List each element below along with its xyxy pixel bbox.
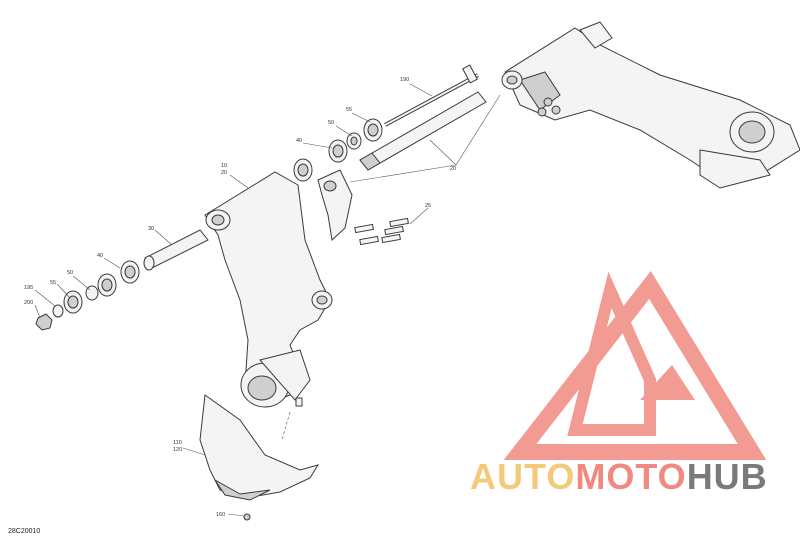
skid-plate — [199, 394, 320, 521]
callout-200: 200 — [24, 300, 33, 306]
callout-50-upper: 50 — [328, 120, 334, 126]
watermark-logo — [503, 270, 767, 460]
callout-120: 120 — [173, 447, 182, 453]
callout-190: 190 — [400, 77, 409, 83]
leader-lines — [34, 83, 501, 517]
pivot-shaft-upper — [359, 91, 487, 171]
callout-20-lower: 20 — [221, 170, 227, 176]
callout-160: 160 — [216, 512, 225, 518]
bearing-stack-lower — [35, 260, 140, 331]
bolt-set-25 — [354, 217, 409, 246]
bearing-stack-upper — [293, 118, 383, 182]
swing-arm-left — [204, 171, 333, 408]
watermark-moto: MOTO — [575, 456, 686, 497]
callout-55: 55 — [346, 107, 352, 113]
swing-arm-right — [501, 21, 800, 189]
logo-inner-shape — [567, 271, 656, 436]
callout-55-lower: 55 — [50, 280, 56, 286]
reference-code: 28C20010 — [8, 528, 40, 535]
logo-inner-triangle — [640, 365, 695, 400]
callout-labels: 190 55 50 40 20 10 20 25 30 40 50 55 195… — [24, 77, 456, 518]
bracket-with-bolts — [317, 169, 409, 246]
screw-160 — [243, 513, 251, 521]
callout-40-lower: 40 — [97, 253, 103, 259]
callout-10: 10 — [221, 163, 227, 169]
watermark-hub: HUB — [687, 456, 768, 497]
long-bolt-190 — [384, 64, 479, 127]
watermark-text: AUTOMOTOHUB — [470, 456, 768, 497]
callout-195: 195 — [24, 285, 33, 291]
watermark-auto: AUTO — [470, 456, 575, 497]
callout-20-upper: 20 — [450, 166, 456, 172]
callout-40-upper: 40 — [296, 138, 302, 144]
callout-25: 25 — [425, 203, 431, 209]
callout-110: 110 — [173, 440, 182, 446]
callout-50-lower: 50 — [67, 270, 73, 276]
callout-30: 30 — [148, 226, 154, 232]
shaft-30 — [143, 229, 209, 271]
